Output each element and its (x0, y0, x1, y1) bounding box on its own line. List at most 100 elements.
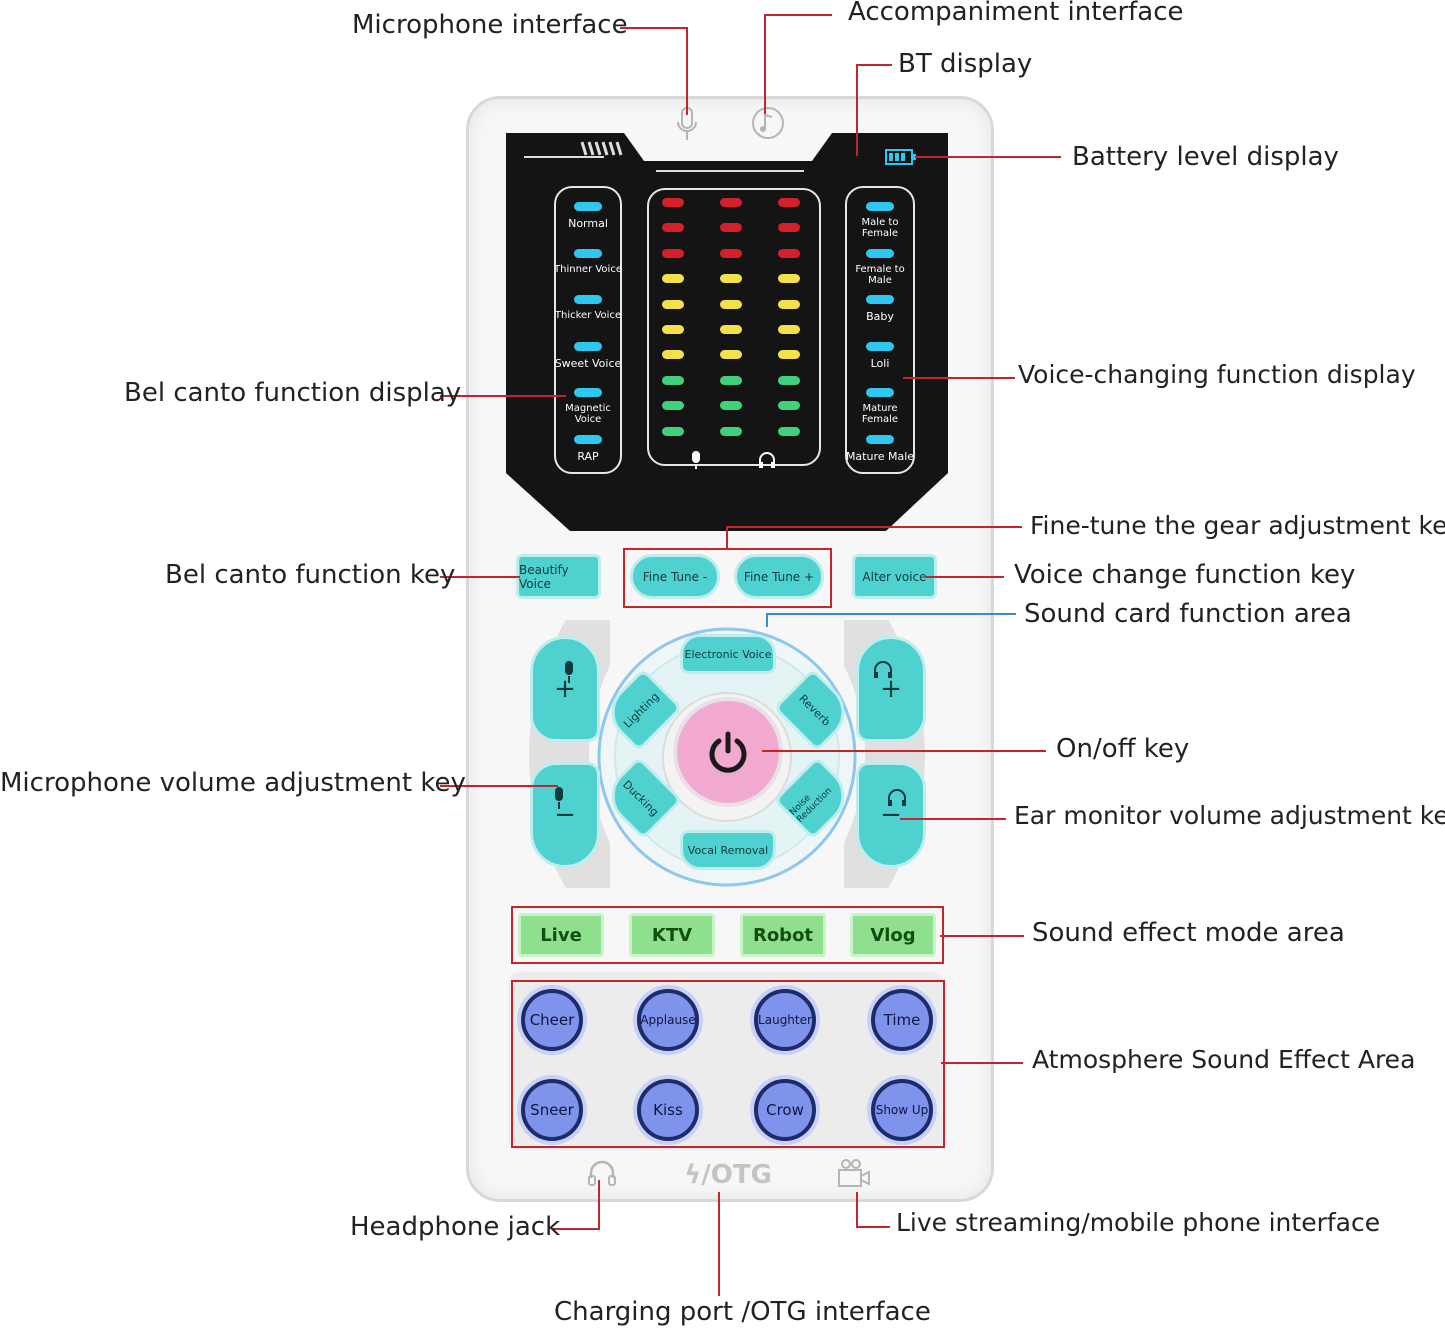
voice-change-label-5: Mature Male (845, 449, 915, 463)
meter-headphone-icon (757, 450, 777, 470)
leader-accompaniment (764, 14, 832, 16)
voice-change-label-4: Mature Female (861, 403, 899, 425)
voice-change-label-3: Loli (870, 356, 890, 370)
leader-bel-canto-key (440, 576, 520, 578)
bel-canto-label-3: Sweet Voice (554, 356, 622, 370)
label-bt-display: BT display (898, 49, 1033, 79)
mode-robot-button[interactable]: Robot (740, 913, 826, 957)
camera-icon (836, 1158, 872, 1190)
ear-up-label: + (880, 674, 902, 704)
label-atmosphere-sound-effect-area: Atmosphere Sound Effect Area (1032, 1045, 1416, 1074)
ear-down-headphone-icon (886, 788, 908, 808)
mic-volume-down-button[interactable]: − (530, 762, 600, 868)
label-live-streaming-interface: Live streaming/mobile phone interface (896, 1208, 1381, 1237)
meter-led-1-4 (720, 299, 742, 309)
fine-tune-minus-button[interactable]: Fine Tune - (630, 554, 720, 599)
meter-led-2-0 (778, 198, 800, 207)
charging-otg-label: ϟ/OTG (684, 1160, 772, 1190)
alter-voice-button[interactable]: Alter voice (852, 554, 937, 599)
voice-change-led-2 (866, 295, 894, 304)
meter-led-0-4 (662, 299, 684, 309)
meter-led-1-2 (720, 248, 742, 258)
meter-led-2-9 (778, 426, 800, 436)
vocal-removal-button[interactable]: Vocal Removal (680, 830, 776, 870)
voice-change-led-4 (866, 388, 894, 397)
mode-vlog-button[interactable]: Vlog (850, 913, 936, 957)
meter-led-1-1 (720, 223, 742, 233)
mode-ktv-button[interactable]: KTV (629, 913, 715, 957)
label-bel-canto-function-display: Bel canto function display (124, 378, 462, 408)
leader-fine-tune (726, 526, 1022, 528)
bel-canto-led-2 (574, 295, 602, 304)
mic-volume-up-button[interactable]: + (530, 636, 600, 742)
mic-down-microphone-icon (552, 786, 566, 810)
meter-led-0-7 (662, 375, 684, 385)
laughter-button[interactable]: Laughter (754, 989, 816, 1051)
leader-live-streaming (856, 1226, 890, 1228)
leader-atmosphere (941, 1062, 1023, 1064)
sneer-button[interactable]: Sneer (521, 1079, 583, 1141)
electronic-voice-button[interactable]: Electronic Voice (680, 634, 776, 674)
applause-button[interactable]: Applause (637, 989, 699, 1051)
voice-change-led-0 (866, 202, 894, 211)
meter-led-1-9 (720, 426, 742, 436)
leader-fine-tune-v (726, 526, 728, 550)
label-microphone-volume-key: Microphone volume adjustment key (0, 768, 466, 798)
leader-headphone-jack-v (598, 1180, 600, 1230)
meter-led-0-1 (662, 223, 684, 233)
meter-led-0-3 (662, 274, 684, 284)
meter-led-0-0 (662, 198, 684, 207)
meter-led-2-4 (778, 299, 800, 309)
time-button[interactable]: Time (871, 989, 933, 1051)
kiss-button[interactable]: Kiss (637, 1079, 699, 1141)
power-icon (709, 731, 747, 773)
label-bel-canto-function-key: Bel canto function key (165, 560, 456, 590)
label-headphone-jack: Headphone jack (350, 1212, 561, 1242)
label-accompaniment-interface: Accompaniment interface (848, 0, 1184, 27)
meter-led-1-0 (720, 198, 742, 207)
leader-bt-display-v (856, 64, 858, 156)
leader-headphone-jack (552, 1228, 600, 1230)
fine-tune-plus-button[interactable]: Fine Tune + (734, 554, 824, 599)
label-sound-card-function-area: Sound card function area (1024, 599, 1352, 629)
ear-volume-up-button[interactable]: + (856, 636, 926, 742)
show-up-button[interactable]: Show Up (871, 1079, 933, 1141)
ear-volume-down-button[interactable]: − (856, 762, 926, 868)
label-sound-effect-mode-area: Sound effect mode area (1032, 918, 1345, 948)
bel-canto-led-4 (574, 388, 602, 397)
meter-led-0-5 (662, 325, 684, 334)
meter-led-2-8 (778, 401, 800, 411)
voice-change-display-panel (845, 186, 915, 474)
meter-led-2-2 (778, 248, 800, 258)
voice-change-led-3 (866, 341, 894, 351)
bel-canto-label-5: RAP (577, 449, 599, 463)
meter-microphone-icon (688, 450, 704, 470)
label-voice-changing-function-display: Voice-changing function display (1018, 360, 1416, 389)
leader-voice-changing-display (903, 377, 1015, 379)
leader-sound-mode (940, 935, 1024, 937)
meter-led-0-6 (662, 350, 684, 360)
bel-canto-led-5 (574, 434, 602, 444)
leader-mic-volume (440, 785, 558, 787)
leader-sound-card-area (766, 613, 1016, 615)
label-fine-tune-gear-key: Fine-tune the gear adjustment key (1030, 511, 1445, 540)
label-charging-port: Charging port /OTG interface (554, 1297, 931, 1327)
meter-led-2-3 (778, 274, 800, 284)
power-button[interactable] (673, 697, 783, 807)
meter-led-1-3 (720, 274, 742, 284)
level-meter-panel (647, 188, 821, 466)
leader-accompaniment-v (764, 14, 766, 114)
leader-microphone-interface-v (686, 27, 688, 115)
label-battery-level-display: Battery level display (1072, 142, 1339, 172)
voice-change-led-5 (866, 434, 894, 444)
label-voice-change-function-key: Voice change function key (1014, 560, 1356, 590)
fine-tune-highlight (623, 548, 832, 608)
mic-up-microphone-icon (562, 660, 576, 684)
mode-live-button[interactable]: Live (518, 913, 604, 957)
bel-canto-led-3 (574, 341, 602, 351)
cheer-button[interactable]: Cheer (521, 989, 583, 1051)
beautify-voice-button[interactable]: Beautify Voice (516, 554, 601, 599)
crow-button[interactable]: Crow (754, 1079, 816, 1141)
leader-ear-volume (900, 818, 1006, 820)
leader-charging-port (718, 1192, 720, 1296)
